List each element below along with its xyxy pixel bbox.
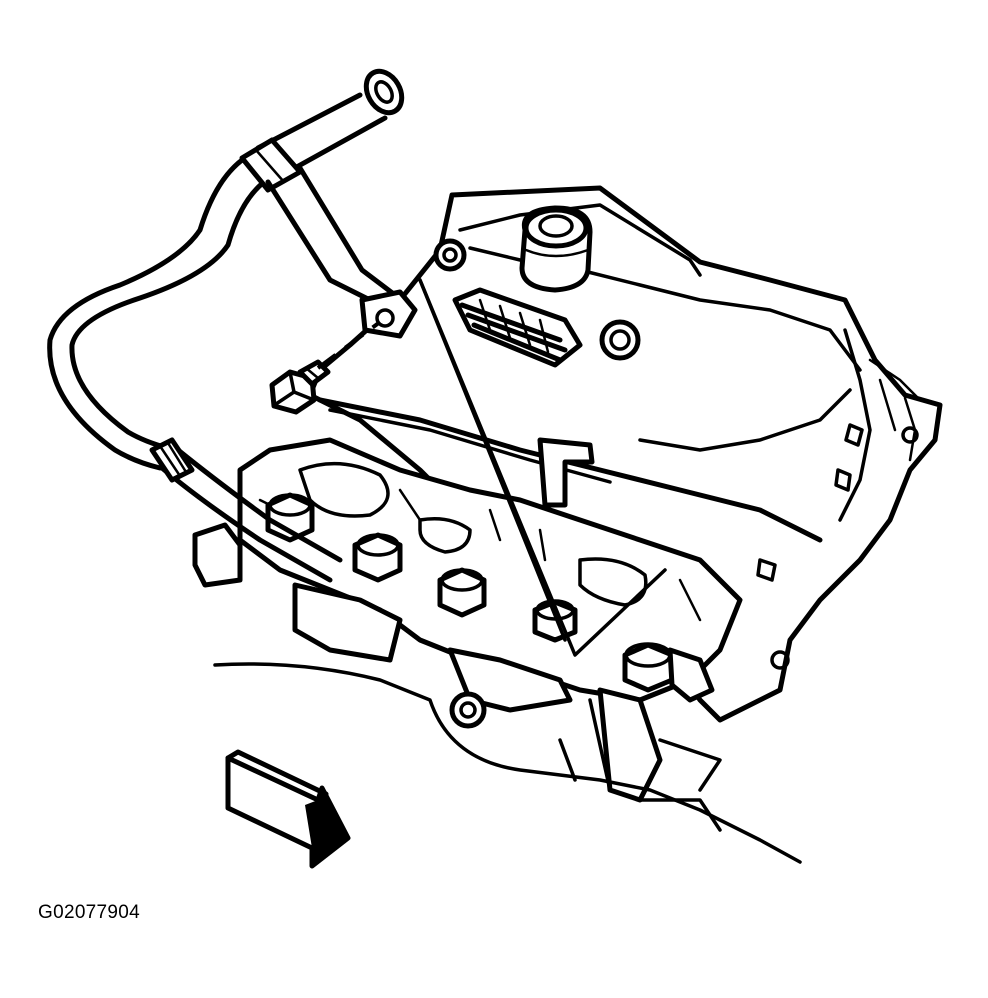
bolt-location-callout — [418, 278, 667, 657]
cover-bolts — [433, 238, 641, 361]
bolt-alignment-line — [316, 320, 382, 370]
manifold-bolt — [265, 492, 315, 543]
direction-arrow-icon — [225, 749, 351, 869]
manifold-flange — [192, 522, 790, 803]
figure-code: G02077904 — [38, 902, 141, 923]
engine-block-lower — [213, 662, 802, 864]
cover-bracket — [537, 437, 595, 508]
manifold-bolt — [622, 642, 675, 693]
oil-fill-cap — [519, 205, 593, 293]
oil-level-indicator-tube — [47, 68, 418, 583]
cover-logo-ribs — [452, 287, 583, 368]
manifold-bolt — [352, 532, 403, 583]
manifold-bolt — [437, 567, 487, 618]
